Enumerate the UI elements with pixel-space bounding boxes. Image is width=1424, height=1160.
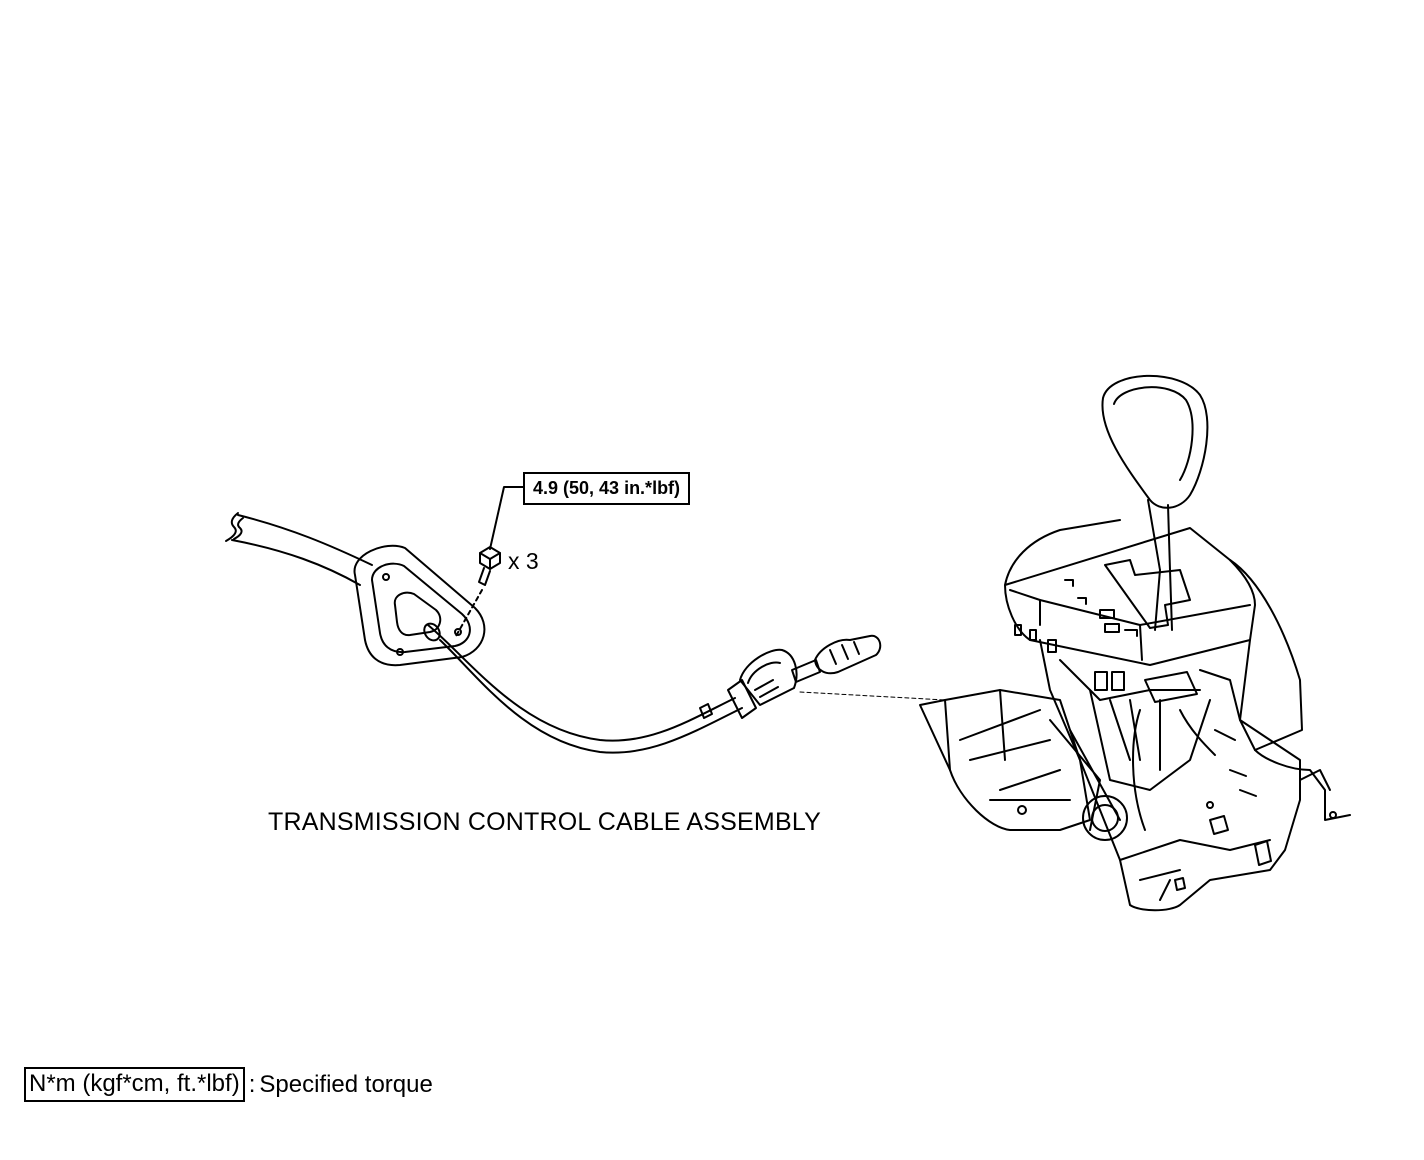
torque-spec-box: 4.9 (50, 43 in.*lbf) bbox=[523, 472, 691, 505]
legend-unit-box: N*m (kgf*cm, ft.*lbf) bbox=[24, 1067, 245, 1102]
torque-legend: N*m (kgf*cm, ft.*lbf) : Specified torque bbox=[24, 1067, 433, 1102]
mounting-bolt bbox=[455, 546, 501, 637]
legend-separator: : bbox=[248, 1070, 256, 1098]
cable-end-fitting bbox=[727, 634, 946, 719]
torque-leader-line bbox=[489, 486, 524, 550]
control-cable bbox=[225, 512, 743, 754]
cable-grommet-plate bbox=[353, 544, 486, 667]
legend-description: Specified torque bbox=[259, 1070, 433, 1098]
bolt-quantity-label: x 3 bbox=[508, 548, 539, 574]
part-name-label: TRANSMISSION CONTROL CABLE ASSEMBLY bbox=[268, 808, 821, 836]
shift-lever-assembly bbox=[919, 374, 1351, 912]
